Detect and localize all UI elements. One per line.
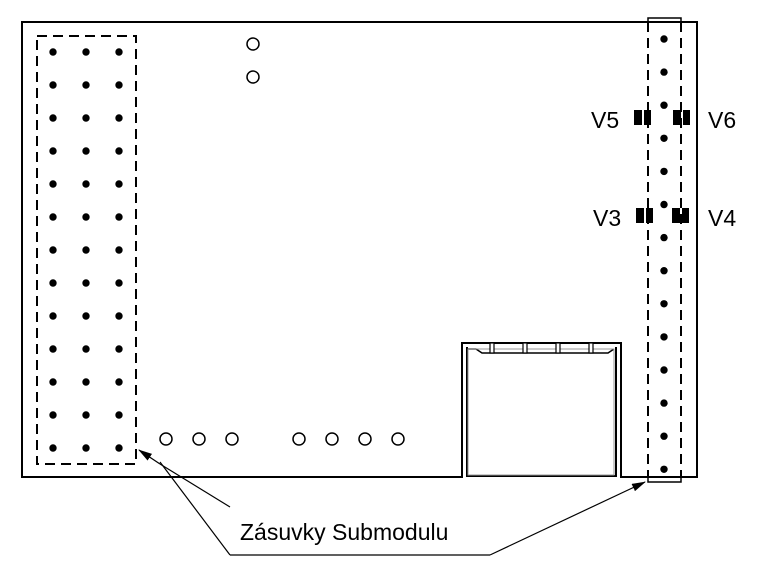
mounting-holes (159, 37, 405, 446)
left-socket-pin (115, 411, 123, 419)
connector-slot (522, 342, 528, 354)
led-v5 (634, 110, 651, 125)
left-socket-pin (115, 444, 123, 452)
hole (391, 432, 405, 446)
left-socket-pin (82, 180, 90, 188)
left-socket-pin (82, 444, 90, 452)
connector (466, 342, 617, 477)
left-socket-pin (115, 345, 123, 353)
right-socket-pin (660, 167, 668, 176)
left-socket-pin (115, 213, 123, 221)
left-socket-pin (82, 345, 90, 353)
left-socket-pin (82, 411, 90, 419)
left-socket-pin (49, 444, 57, 452)
left-socket-pin (49, 114, 57, 122)
left-socket-pin (82, 378, 90, 386)
left-socket-pins (49, 48, 123, 452)
callout-arrow-left (138, 449, 161, 465)
right-socket-pin (660, 68, 668, 76)
callout-arrow-right (489, 481, 646, 556)
right-socket-top-tab (647, 17, 682, 23)
left-socket-pin (82, 81, 90, 89)
right-socket-bottom-tab (647, 476, 682, 483)
left-socket-pin (49, 180, 57, 188)
left-socket-pin (115, 114, 123, 122)
left-socket-pin (82, 279, 90, 287)
led-v3 (636, 208, 653, 223)
right-socket-pin (660, 366, 668, 374)
connector-slot (555, 342, 561, 354)
hole (192, 432, 206, 446)
hole (358, 432, 372, 446)
left-socket-pin (115, 378, 123, 386)
left-socket-pin (115, 246, 123, 254)
left-socket-pin (49, 279, 57, 287)
left-socket-pin (115, 81, 123, 89)
right-socket-pin (660, 101, 668, 109)
left-socket-pin (49, 81, 57, 89)
right-socket-pin (660, 300, 668, 308)
left-socket-pin (82, 48, 90, 56)
right-socket-pin (660, 432, 668, 440)
right-socket-pin (660, 200, 668, 209)
left-socket-outline (36, 35, 137, 465)
label-v3: V3 (593, 205, 621, 231)
left-socket-pin (49, 246, 57, 254)
callout-label: Zásuvky Submodulu (240, 519, 448, 545)
right-socket-pin (660, 333, 668, 341)
left-socket-pin (82, 114, 90, 122)
left-socket-pin (115, 180, 123, 188)
hole (325, 432, 339, 446)
led-v6 (673, 110, 690, 125)
left-socket-pin (115, 312, 123, 320)
hole (246, 70, 260, 84)
connector-slot (588, 342, 594, 354)
left-socket-pin (49, 213, 57, 221)
label-v6: V6 (708, 107, 736, 133)
left-socket-pin (49, 147, 57, 155)
left-socket-pin (115, 147, 123, 155)
left-socket-pin (49, 378, 57, 386)
board-outline (21, 21, 698, 478)
left-socket-pin (82, 147, 90, 155)
hole (246, 37, 260, 51)
left-socket-pin (82, 246, 90, 254)
connector-slot (489, 342, 495, 354)
hole (159, 432, 173, 446)
right-socket-pin (660, 399, 668, 407)
hole (225, 432, 239, 446)
callout-leader-left (159, 463, 231, 508)
right-socket-pin (660, 267, 668, 275)
right-socket-pins (660, 35, 668, 473)
left-socket-pin (82, 213, 90, 221)
left-socket-pin (82, 312, 90, 320)
left-socket-pin (115, 48, 123, 56)
label-v4: V4 (708, 205, 736, 231)
right-socket-pin (660, 233, 668, 242)
led-v4 (672, 208, 689, 223)
label-v5: V5 (591, 107, 619, 133)
callout-leader-left-2 (159, 461, 231, 556)
right-socket-pin (660, 134, 668, 142)
right-socket-pin (660, 35, 668, 43)
hole (292, 432, 306, 446)
left-socket-pin (49, 312, 57, 320)
left-socket-pin (49, 48, 57, 56)
left-socket-pin (49, 411, 57, 419)
left-socket-pin (49, 345, 57, 353)
left-socket-pin (115, 279, 123, 287)
right-socket-pin (660, 465, 668, 473)
